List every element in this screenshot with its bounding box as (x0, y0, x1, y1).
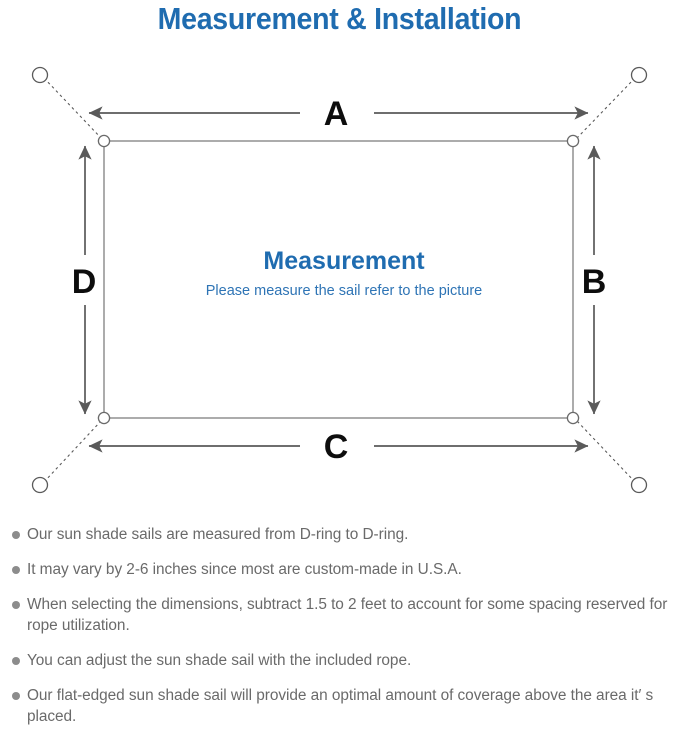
sail-rectangle (103, 140, 574, 419)
rope-top-left (43, 77, 102, 139)
d-rings (97, 134, 580, 425)
bullet-icon (12, 531, 20, 539)
page-title: Measurement & Installation (157, 1, 522, 36)
bullet-icon (12, 601, 20, 609)
anchor-point-top-right (630, 66, 648, 84)
dimension-label-c: C (324, 428, 349, 466)
anchor-point-bottom-left (31, 476, 49, 494)
list-item: You can adjust the sun shade sail with t… (0, 650, 679, 671)
d-ring-top-left (97, 134, 111, 148)
bullet-icon (12, 566, 20, 574)
list-item: When selecting the dimensions, subtract … (0, 594, 679, 636)
dimension-label-d: D (72, 263, 97, 301)
list-item: Our flat-edged sun shade sail will provi… (0, 685, 679, 727)
list-item: It may vary by 2-6 inches since most are… (0, 559, 679, 580)
measurement-diagram-svg: A C D B Measurement Please measure the s… (31, 66, 648, 494)
dimension-label-a: A (324, 95, 349, 133)
d-ring-bottom-right (566, 411, 580, 425)
bullet-icon (12, 657, 20, 665)
rope-bottom-right (576, 420, 636, 483)
rope-bottom-left (43, 420, 102, 483)
rope-top-right (576, 77, 636, 139)
list-item-label: It may vary by 2-6 inches since most are… (27, 561, 462, 578)
diagram-center-subheading: Please measure the sail refer to the pic… (206, 283, 482, 299)
list-item: Our sun shade sails are measured from D-… (0, 524, 679, 545)
list-item-label: When selecting the dimensions, subtract … (27, 596, 668, 634)
rope-connectors (43, 77, 636, 483)
diagram-center-heading: Measurement (263, 247, 425, 275)
measurement-diagram: A C D B Measurement Please measure the s… (0, 50, 679, 520)
d-ring-bottom-left (97, 411, 111, 425)
notes-list: Our sun shade sails are measured from D-… (0, 524, 679, 727)
bullet-icon (12, 692, 20, 700)
d-ring-top-right (566, 134, 580, 148)
anchor-point-top-left (31, 66, 49, 84)
anchor-points (31, 66, 648, 494)
list-item-label: Our sun shade sails are measured from D-… (27, 526, 409, 543)
list-item-label: You can adjust the sun shade sail with t… (27, 652, 412, 669)
dimension-label-b: B (582, 263, 607, 301)
list-item-label: Our flat-edged sun shade sail will provi… (27, 687, 654, 725)
anchor-point-bottom-right (630, 476, 648, 494)
